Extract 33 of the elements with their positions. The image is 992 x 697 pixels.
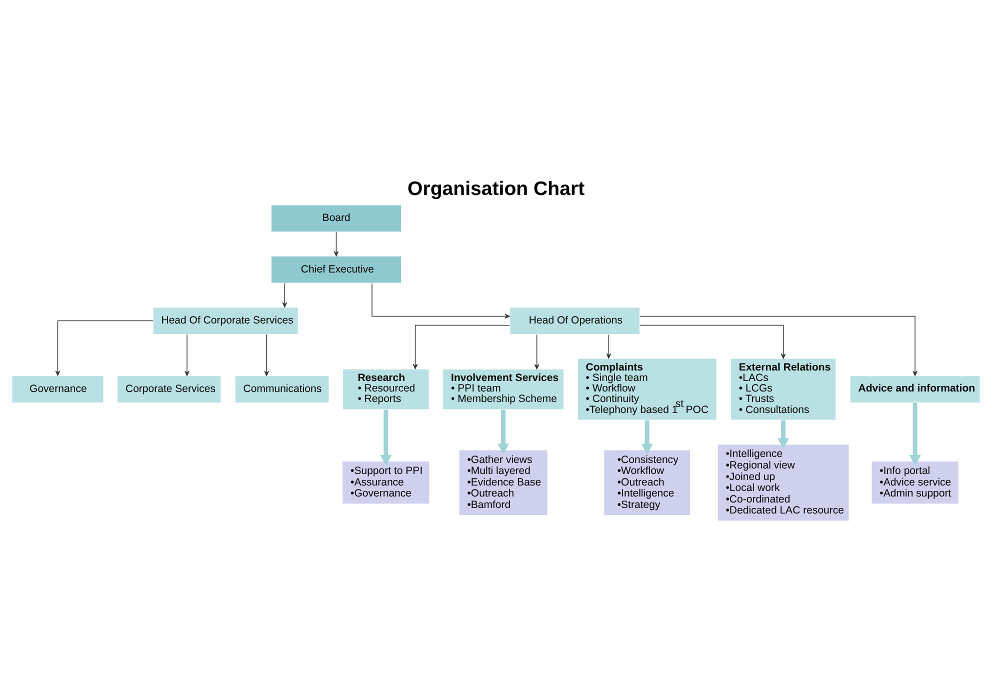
node-box: Communications — [234, 374, 330, 403]
arrow — [380, 409, 392, 466]
node-box: External Relations •LACs • LCGs • Trusts • Consultations — [730, 358, 836, 420]
arrow — [909, 402, 921, 466]
node-box: •Support to PPI •Assurance •Governance — [342, 460, 430, 504]
arrow — [372, 282, 510, 318]
arrow — [412, 324, 510, 369]
node-box: •Consistency •Workflow •Outreach •Intelligence •Strategy — [603, 448, 691, 516]
arrow — [498, 409, 510, 454]
arrow — [640, 324, 786, 358]
node-box: •Intelligence •Regional view •Joined up •Local work •Co-ordinated •Dedicated LAC resource — [717, 443, 850, 521]
node-box: Involvement Services • PPI team • Membership Scheme — [442, 368, 564, 410]
node-box: •Gather views •Multi layered •Evidence Base •Outreach •Bamford — [458, 448, 548, 516]
arrow — [184, 334, 190, 376]
node-box: Chief Executive — [270, 255, 402, 284]
node-box: Research • Resourced • Reports — [342, 368, 430, 410]
arrow — [606, 334, 612, 358]
arrow — [640, 315, 918, 376]
arrow — [55, 320, 154, 376]
node-box: •Info portal •Advice service •Admin support — [871, 460, 960, 504]
arrow — [264, 334, 270, 376]
arrow — [778, 420, 790, 449]
node-box: Governance — [11, 374, 104, 403]
arrow — [534, 334, 540, 369]
node-box: Board — [270, 204, 402, 232]
node-box: Advice and information — [850, 374, 981, 403]
node-box: Corporate Services — [116, 374, 222, 403]
arrow — [334, 231, 339, 256]
node-box: Head Of Operations — [509, 306, 640, 334]
node-box: Head Of Corporate Services — [152, 306, 299, 334]
arrow — [282, 282, 288, 307]
arrow — [641, 420, 653, 454]
diagram-title: Organisation Chart — [408, 177, 585, 200]
